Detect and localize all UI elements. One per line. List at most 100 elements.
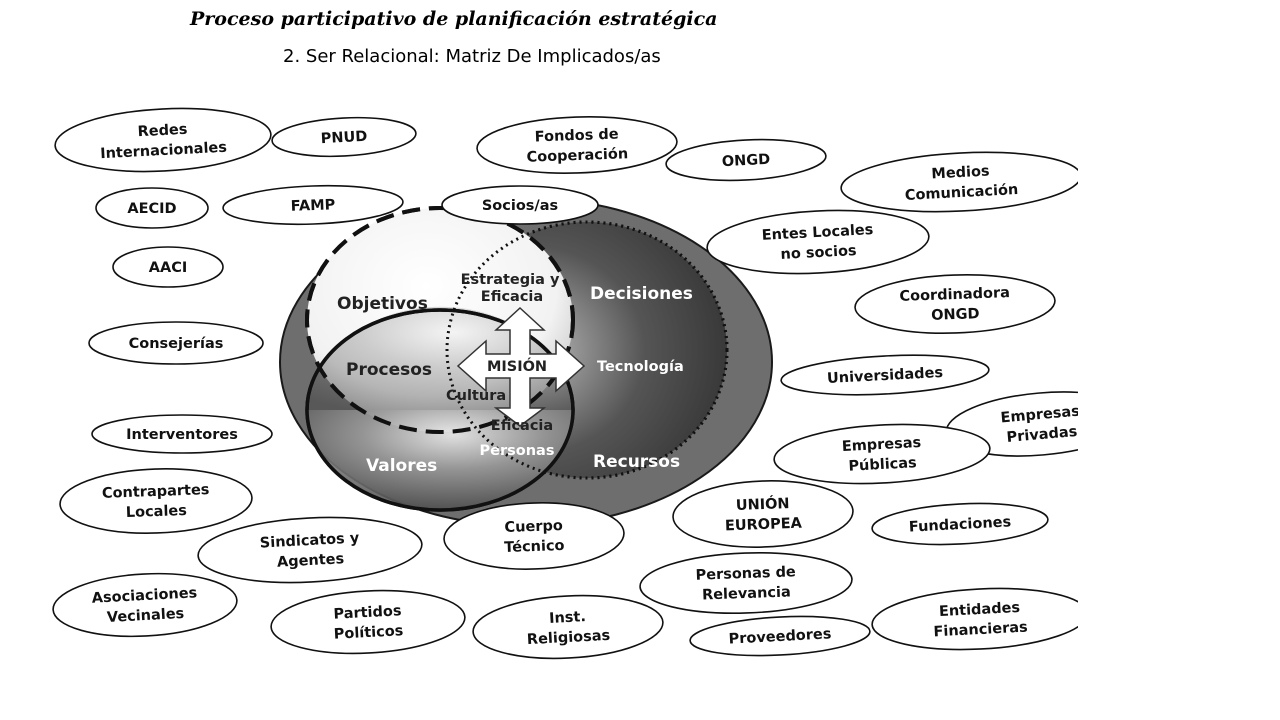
stakeholder-ellipse: [840, 151, 1078, 213]
process-circle-upper-shade: [306, 306, 575, 410]
stakeholder-label: Universidades: [827, 365, 944, 387]
stakeholder-label: Públicas: [848, 455, 917, 475]
stakeholder-label: Vecinales: [107, 606, 185, 626]
stakeholder-label: Redes: [137, 122, 188, 141]
stakeholder-ellipse: [706, 209, 930, 275]
stakeholder-ellipse: [52, 572, 238, 638]
stakeholder-ellipse: [197, 516, 423, 584]
stakeholder-ellipse: [270, 589, 466, 655]
label-eficacia: Eficacia: [491, 418, 553, 434]
stakeholder-ellipse: [854, 274, 1056, 334]
stakeholder-label: Comunicación: [904, 182, 1018, 204]
stakeholder-node: Proveedores: [689, 615, 871, 657]
stakeholder-ellipse: [672, 480, 854, 548]
stakeholder-label: Contrapartes: [102, 482, 210, 502]
stakeholder-label: Relevancia: [702, 584, 791, 603]
label-mision: MISIÓN: [487, 357, 547, 375]
stakeholder-ellipse: [689, 615, 871, 657]
stakeholder-label: Sindicatos y: [259, 530, 360, 551]
stakeholder-label: Internacionales: [100, 140, 227, 163]
stakeholder-ellipse: [91, 414, 273, 454]
stakeholder-label: EUROPEA: [725, 516, 803, 535]
label-personas: Personas: [480, 443, 555, 459]
stakeholder-label: Asociaciones: [91, 585, 197, 606]
stakeholder-node: AECID: [95, 187, 209, 229]
label-estrategia: Estrategia y: [461, 272, 560, 288]
stakeholder-label: no socios: [780, 243, 857, 263]
stakeholder-ellipse: [112, 246, 224, 288]
label-procesos: Procesos: [346, 360, 432, 380]
stakeholder-ellipse: [222, 184, 404, 226]
stakeholder-ellipse: [871, 587, 1078, 651]
stakeholder-ellipse: [271, 116, 417, 158]
page-subtitle: 2. Ser Relacional: Matriz De Implicados/…: [283, 46, 661, 67]
stakeholder-ellipse: [54, 107, 272, 173]
label-objetivos: Objetivos: [337, 294, 428, 314]
stakeholder-label: ONGD: [931, 306, 980, 324]
stakeholder-node: FAMP: [222, 184, 404, 226]
stakeholder-label: Privadas: [1006, 424, 1078, 446]
stakeholder-node: AACI: [112, 246, 224, 288]
stakeholder-label: Entidades: [939, 600, 1021, 620]
objectives-circle-border: [305, 206, 575, 434]
label-recursos: Recursos: [593, 452, 680, 472]
stakeholder-label: Proveedores: [728, 626, 832, 647]
stakeholder-node: Fundaciones: [871, 502, 1049, 546]
label-valores: Valores: [366, 456, 437, 476]
stakeholder-label: Fundaciones: [909, 514, 1012, 535]
stakeholder-ellipse: [639, 551, 853, 615]
stakeholder-label: Técnico: [504, 538, 565, 556]
stakeholder-label: Fondos de: [535, 127, 620, 146]
stakeholder-label: Coordinadora: [899, 285, 1010, 305]
stakeholder-node: Consejerías: [88, 321, 264, 365]
process-circle-lower-shade: [307, 410, 573, 510]
stakeholder-ellipse: [95, 187, 209, 229]
stakeholder-label: Cuerpo: [504, 518, 563, 536]
stakeholder-label: Partidos: [333, 603, 402, 623]
stakeholder-label: ONGD: [721, 152, 770, 171]
stakeholder-label: Empresas: [1000, 404, 1081, 427]
stakeholder-label: Empresas: [841, 435, 921, 455]
stakeholder-node: Inst.Religiosas: [472, 594, 664, 660]
stakeholder-label: Políticos: [333, 623, 403, 643]
core-diagram: Objetivos Decisiones Procesos Valores Re…: [279, 197, 773, 527]
stakeholder-node: ONGD: [665, 138, 827, 182]
stakeholder-label: Interventores: [126, 427, 238, 443]
label-tecnologia: Tecnología: [597, 359, 684, 375]
label-cultura: Cultura: [446, 388, 506, 404]
process-circle-border: [305, 308, 575, 512]
stakeholder-ellipse: [665, 138, 827, 182]
stakeholder-label: PNUD: [320, 129, 367, 147]
stakeholder-ellipse: [88, 321, 264, 365]
stakeholder-label: Medios: [931, 163, 990, 182]
stakeholder-node: Interventores: [91, 414, 273, 454]
stakeholder-label: Agentes: [277, 551, 345, 570]
stakeholder-ellipse: [59, 468, 253, 534]
stakeholder-label: Religiosas: [527, 628, 611, 648]
stakeholder-label: Consejerías: [129, 336, 224, 352]
stakeholder-ellipse: [472, 594, 664, 660]
stakeholder-label: Cooperación: [526, 146, 628, 166]
stakeholder-ellipse: [780, 354, 990, 396]
resources-circle-border: [445, 220, 729, 480]
stakeholder-node: Universidades: [780, 354, 990, 396]
stakeholder-label: Personas de: [695, 564, 796, 583]
stakeholder-ellipse: [476, 116, 678, 174]
stakeholder-node: PNUD: [271, 116, 417, 158]
stakeholder-node: Socios/as: [441, 185, 599, 225]
stakeholder-label: AECID: [127, 201, 176, 217]
stakeholder-label: Entes Locales: [761, 222, 873, 244]
stakeholder-label: Socios/as: [482, 198, 558, 214]
